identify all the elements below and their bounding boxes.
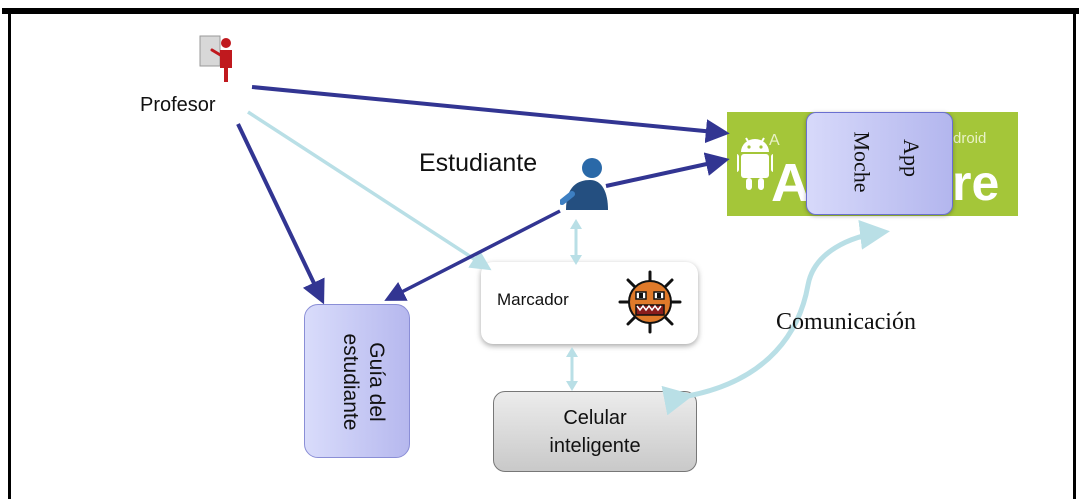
frame-right-border: [1073, 8, 1076, 499]
arrow-estudiante-to-store: [605, 152, 730, 188]
guia-del-estudiante-box: Guía del estudiante: [304, 304, 410, 458]
android-robot-icon: [737, 137, 773, 190]
profesor-label: Profesor: [140, 94, 216, 116]
store-faint-text-right: droid: [953, 130, 987, 147]
marcador-label: Marcador: [497, 290, 569, 309]
link-estudiante-marcador: [570, 219, 582, 265]
celular-label-line2: inteligente: [549, 434, 641, 457]
estudiante-label: Estudiante: [419, 149, 538, 177]
comunicacion-label: Comunicación: [776, 309, 916, 335]
student-icon: [560, 158, 608, 210]
store-big-text-left: A: [771, 153, 810, 213]
teacher-icon: [199, 35, 232, 82]
store-big-text-right: re: [952, 155, 1000, 211]
arrow-comunicacion-curve: [661, 219, 890, 416]
frame-left-border: [8, 8, 11, 499]
arrow-profesor-to-guia: [236, 123, 325, 305]
marker-monster-icon: [618, 270, 682, 334]
arrow-profesor-to-marcador: [247, 110, 492, 271]
link-marcador-celular: [566, 347, 578, 391]
celular-label-line1: Celular: [563, 406, 627, 429]
arrow-estudiante-to-guia: [384, 209, 561, 301]
frame-top-border: [2, 8, 1079, 14]
store-faint-text-left: A: [769, 132, 780, 149]
arrow-profesor-to-store: [251, 85, 730, 144]
moche-app-box: Moche App: [806, 112, 953, 215]
